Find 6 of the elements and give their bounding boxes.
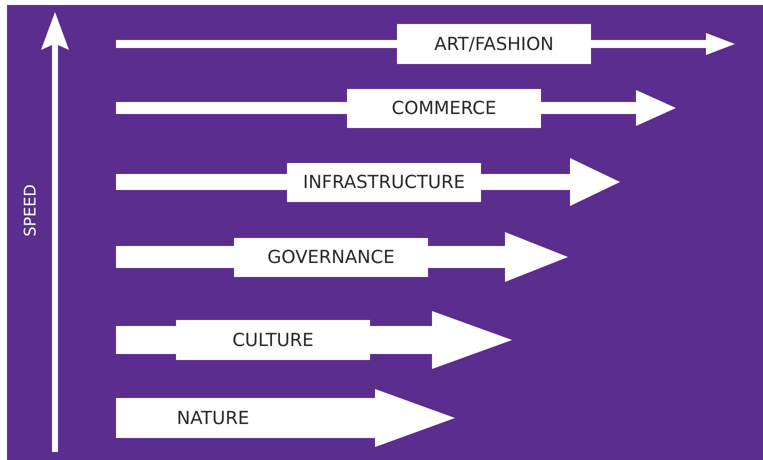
layer-label-box: GOVERNANCE — [234, 238, 428, 276]
axis-label: SPEED — [20, 184, 40, 236]
layer-label-box: CULTURE — [176, 320, 370, 360]
layer-label-box: INFRASTRUCTURE — [287, 162, 481, 202]
layer-label-box: COMMERCE — [347, 88, 541, 128]
layer-label-box: ART/FASHION — [397, 24, 591, 64]
